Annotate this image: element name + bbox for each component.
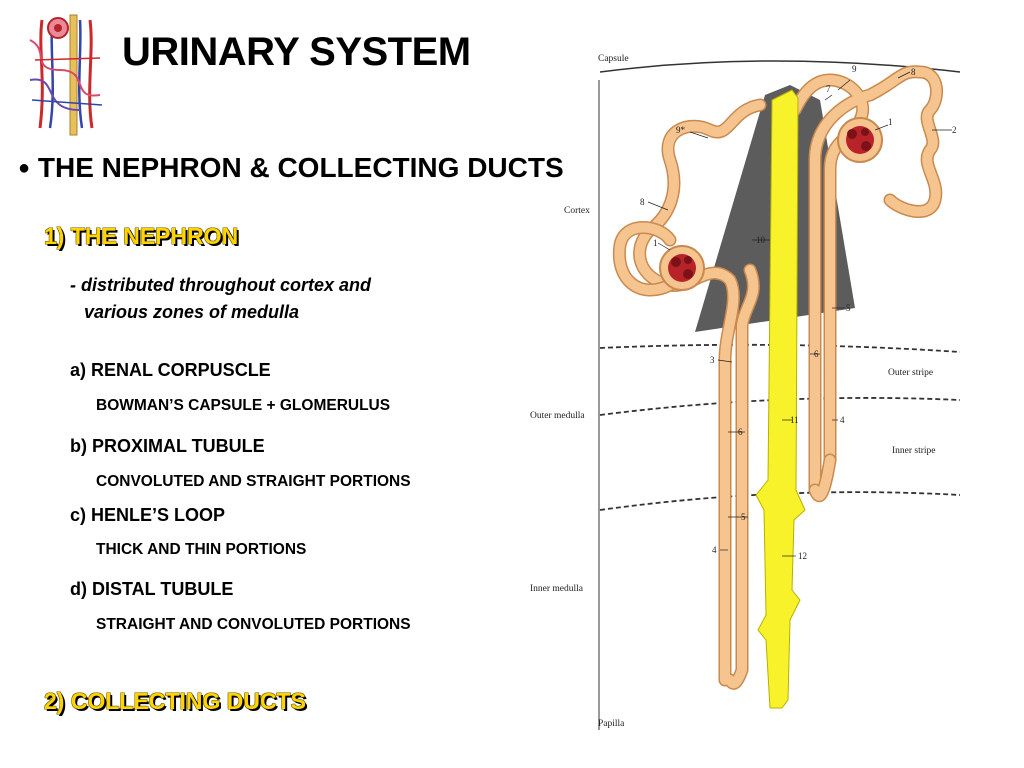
segment-number: 9*	[676, 125, 686, 135]
label-papilla: Papilla	[598, 719, 625, 729]
glomerulus-left	[659, 245, 705, 291]
tubule-right-nephron	[788, 65, 943, 503]
nephron-description-line-2: various zones of medulla	[84, 302, 300, 322]
item-label-distal-tubule: d) DISTAL TUBULE	[70, 579, 234, 599]
segment-number: 12	[798, 551, 807, 561]
segment-number: 5	[741, 512, 746, 522]
label-outer-medulla: Outer medulla	[530, 411, 585, 421]
segment-number: 1	[888, 117, 893, 127]
segment-number: 3	[710, 355, 715, 365]
label-inner-stripe: Inner stripe	[892, 446, 936, 456]
glomerulus-right	[837, 117, 883, 163]
segment-number: 4	[840, 415, 845, 425]
item-label-henles-loop: c) HENLE’S LOOP	[70, 505, 226, 525]
collecting-duct	[755, 89, 806, 709]
label-capsule: Capsule	[598, 54, 629, 64]
segment-number: 11	[790, 415, 799, 425]
bullet-heading: THE NEPHRON & COLLECTING DUCTS	[37, 152, 564, 183]
segment-number: 8	[640, 197, 645, 207]
segment-number: 4	[712, 545, 717, 555]
label-cortex: Cortex	[564, 206, 590, 216]
segment-number: 9	[852, 64, 857, 74]
nephron-description-line-1: - distributed throughout cortex and	[70, 275, 371, 295]
item-detail-proximal-tubule: CONVOLUTED AND STRAIGHT PORTIONS	[96, 473, 411, 490]
item-detail-distal-tubule: STRAIGHT AND CONVOLUTED PORTIONS	[96, 616, 411, 633]
item-label-proximal-tubule: b) PROXIMAL TUBULE	[70, 436, 265, 456]
page-title: URINARY SYSTEM	[122, 30, 471, 74]
item-detail-renal-corpuscle: BOWMAN’S CAPSULE + GLOMERULUS	[96, 397, 391, 414]
nephron-diagram-svg: Capsule Cortex Outer stripe Outer medull…	[530, 54, 961, 730]
bullet-marker: ●	[18, 157, 31, 179]
label-inner-medulla: Inner medulla	[530, 584, 584, 594]
segment-number: 6	[814, 349, 819, 359]
segment-number: 8	[911, 67, 916, 77]
label-outer-stripe: Outer stripe	[888, 368, 933, 378]
segment-number: 6	[738, 427, 743, 437]
segment-number: 1	[653, 238, 658, 248]
segment-number: 5	[846, 303, 851, 313]
tubule-left-nephron	[612, 98, 767, 690]
segment-number: 7	[826, 84, 831, 94]
bullet-heading-row: ● THE NEPHRON & COLLECTING DUCTS	[18, 152, 564, 184]
segment-number: 10	[756, 235, 766, 245]
section-heading-nephron: 1) THE NEPHRON	[44, 223, 239, 249]
section-heading-collecting-ducts: 2) COLLECTING DUCTS	[44, 688, 306, 714]
item-detail-henles-loop: THICK AND THIN PORTIONS	[96, 541, 307, 558]
item-label-renal-corpuscle: a) RENAL CORPUSCLE	[70, 360, 271, 380]
nephron-diagram: Capsule Cortex Outer stripe Outer medull…	[520, 40, 1000, 740]
segment-number: 2	[952, 125, 957, 135]
urinary-system-logo	[20, 10, 110, 138]
